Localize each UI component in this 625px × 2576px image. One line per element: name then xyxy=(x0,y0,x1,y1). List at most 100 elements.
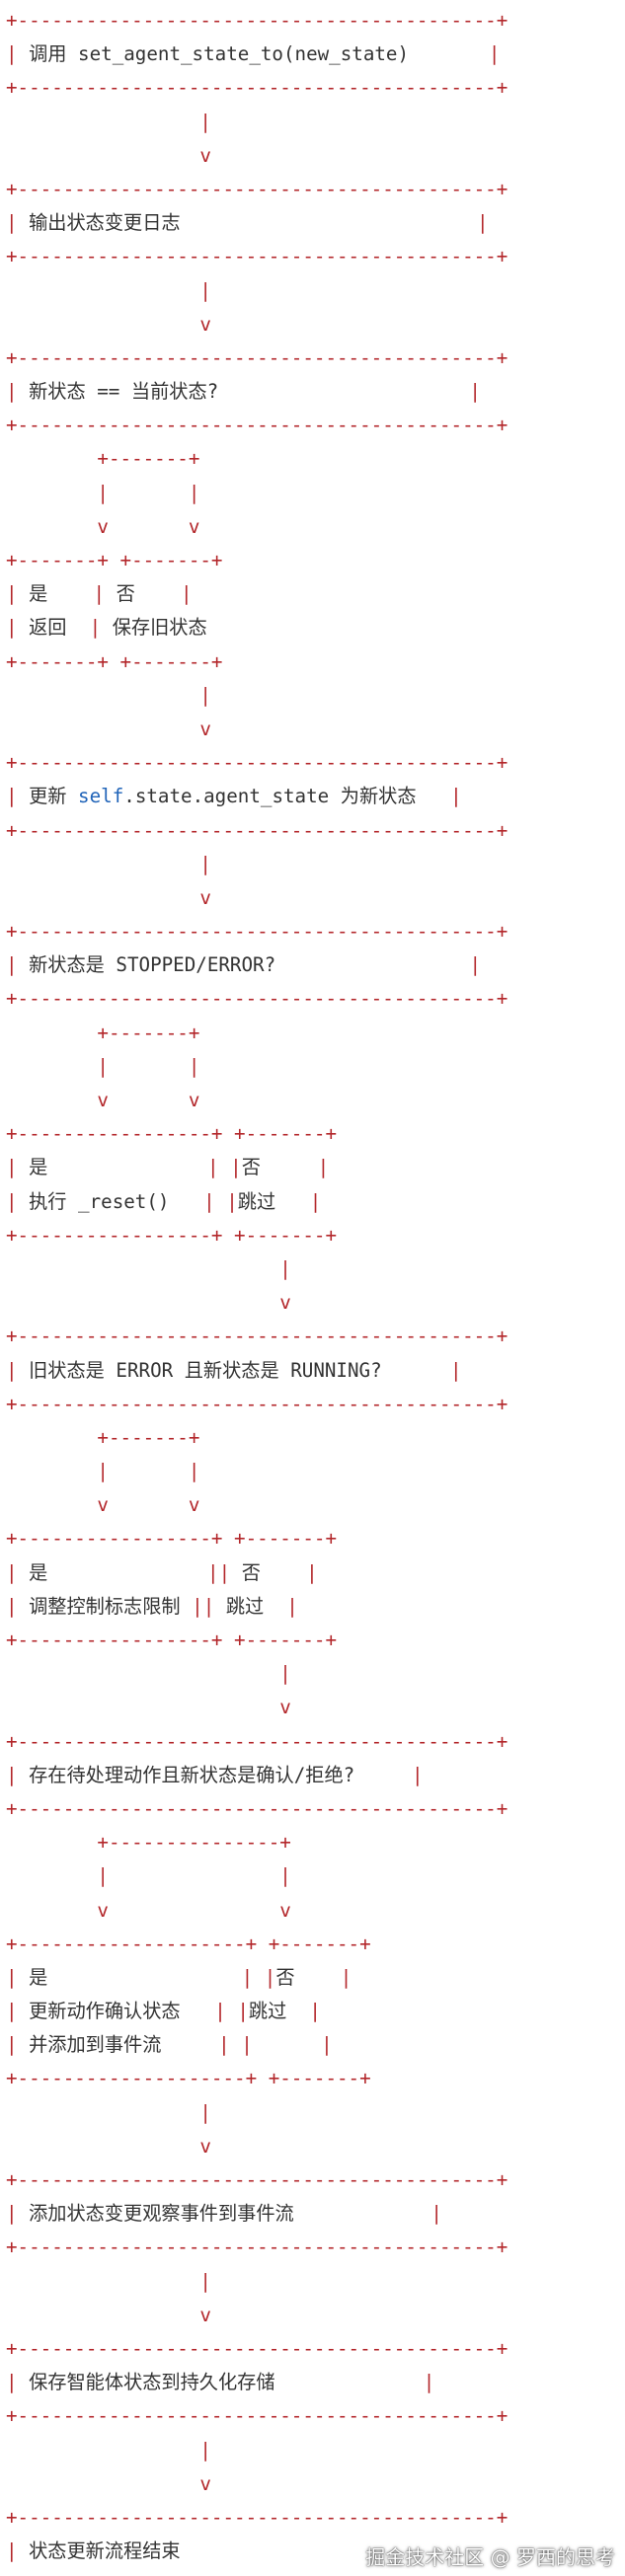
diagram-line: +---------------------------------------… xyxy=(6,2501,508,2535)
diagram-border: | | xyxy=(6,1054,200,1078)
diagram-border: +---------------------------------------… xyxy=(6,2168,508,2191)
diagram-border: v xyxy=(6,717,211,740)
diagram-border: v v xyxy=(6,1898,291,1922)
diagram-line: +---------------------------------------… xyxy=(6,1725,508,1759)
diagram-line: | | xyxy=(6,1050,508,1084)
diagram-line: +-----------------+ +-------+ xyxy=(6,1117,508,1151)
diagram-border: +---------------------------------------… xyxy=(6,920,508,944)
diagram-border: | xyxy=(6,2033,30,2057)
diagram-border: | xyxy=(260,1560,318,1584)
diagram-line: +-------+ xyxy=(6,442,508,476)
diagram-text: 跳过 xyxy=(237,1189,276,1213)
diagram-line: | 新状态 == 当前状态? | xyxy=(6,375,508,409)
diagram-line: | 存在待处理动作且新状态是确认/拒绝? | xyxy=(6,1759,508,1792)
diagram-border: +-----------------+ +-------+ xyxy=(6,1223,338,1247)
diagram-border: | xyxy=(218,380,481,404)
diagram-line: v xyxy=(6,308,508,341)
diagram-text: 否 xyxy=(241,1560,261,1584)
diagram-line: +---------------------------------------… xyxy=(6,982,508,1016)
diagram-text: 否 xyxy=(241,1156,261,1179)
diagram-border: +---------------------------------------… xyxy=(6,177,508,200)
diagram-border: +-------+ +-------+ xyxy=(6,649,223,673)
diagram-border: +---------------------------------------… xyxy=(6,345,508,369)
diagram-border: | xyxy=(47,582,117,606)
diagram-text: 否 xyxy=(116,582,135,606)
diagram-line: v v xyxy=(6,510,508,544)
diagram-border: | | xyxy=(47,1156,242,1179)
diagram-border: +---------------------------------------… xyxy=(6,2404,508,2428)
diagram-text: 否 xyxy=(275,1965,295,1989)
diagram-border: +---------------------------------------… xyxy=(6,1796,508,1820)
diagram-border: | xyxy=(6,211,30,235)
diagram-text: 输出状态变更日志 xyxy=(29,211,181,235)
diagram-border: | xyxy=(6,616,30,640)
diagram-border: | xyxy=(6,785,30,808)
diagram-line: | 调用 set_agent_state_to(new_state) | xyxy=(6,38,508,71)
diagram-text: 存在待处理动作且新状态是确认/拒绝? xyxy=(29,1763,355,1786)
diagram-border: +---------------------------------------… xyxy=(6,76,508,100)
diagram-border: | xyxy=(6,1965,30,1989)
diagram-line: +---------------------------------------… xyxy=(6,2231,508,2264)
diagram-line: +---------------------------------------… xyxy=(6,4,508,38)
diagram-border: | xyxy=(294,1965,352,1989)
diagram-border: | xyxy=(6,110,211,133)
diagram-border: | xyxy=(6,380,30,404)
diagram-border: | xyxy=(6,1358,30,1382)
diagram-line: +---------------------------------------… xyxy=(6,240,508,273)
diagram-line: +---------------------------------------… xyxy=(6,2568,508,2576)
diagram-line: +---------------+ xyxy=(6,1826,508,1859)
diagram-line: | 调整控制标志限制 || 跳过 | xyxy=(6,1590,508,1624)
diagram-border: +---------------------------------------… xyxy=(6,414,508,437)
diagram-border: +-----------------+ +-------+ xyxy=(6,1122,338,1146)
diagram-line: +---------------------------------------… xyxy=(6,1792,508,1826)
diagram-text: 跳过 xyxy=(248,2000,287,2023)
diagram-line: | 输出状态变更日志 | xyxy=(6,206,508,240)
diagram-line: v xyxy=(6,881,508,915)
diagram-border: || xyxy=(47,1560,242,1584)
diagram-line: | 返回 | 保存旧状态 xyxy=(6,611,508,644)
diagram-border: | | xyxy=(180,2000,249,2023)
diagram-text: 新状态是 STOPPED/ERROR? xyxy=(29,953,276,977)
diagram-border: | xyxy=(6,1156,30,1179)
diagram-border: | xyxy=(416,785,462,808)
diagram-border: v xyxy=(6,2471,211,2495)
diagram-border: v v xyxy=(6,514,200,538)
diagram-line: | 并添加到事件流 | | | xyxy=(6,2028,508,2062)
diagram-text: 跳过 xyxy=(225,1594,265,1618)
diagram-border: | xyxy=(275,1189,322,1213)
diagram-line: | xyxy=(6,106,508,139)
diagram-line: | xyxy=(6,848,508,881)
diagram-text: 保存旧状态 xyxy=(112,616,207,640)
diagram-border: | xyxy=(6,42,30,66)
diagram-line: | 新状态是 STOPPED/ERROR? | xyxy=(6,948,508,982)
diagram-line: +---------------------------------------… xyxy=(6,814,508,848)
diagram-line: +-------+ +-------+ xyxy=(6,544,508,577)
diagram-border: +-------+ xyxy=(6,1021,200,1044)
diagram-text: 旧状态是 ERROR 且新状态是 RUNNING? xyxy=(29,1358,382,1382)
diagram-keyword: self xyxy=(78,785,124,808)
diagram-border: +---------------------------------------… xyxy=(6,1325,508,1348)
diagram-line: | | xyxy=(6,1455,508,1488)
diagram-border: v xyxy=(6,312,211,336)
diagram-border: +-----------------+ +-------+ xyxy=(6,1527,338,1551)
diagram-border: | xyxy=(6,1189,30,1213)
diagram-text: 状态更新流程结束 xyxy=(29,2539,181,2563)
diagram-line: +---------------------------------------… xyxy=(6,71,508,105)
diagram-line: +---------------------------------------… xyxy=(6,341,508,375)
diagram-line: v v xyxy=(6,1488,508,1522)
diagram-line: | xyxy=(6,679,508,713)
diagram-text: 调整控制标志限制 xyxy=(29,1594,181,1618)
diagram-text: 保存智能体状态到持久化存储 xyxy=(29,2371,275,2394)
diagram-line: | | xyxy=(6,1859,508,1893)
diagram-line: +-----------------+ +-------+ xyxy=(6,1624,508,1657)
diagram-line: +-------+ xyxy=(6,1017,508,1050)
diagram-line: v v xyxy=(6,1084,508,1117)
diagram-border: +---------------------------------------… xyxy=(6,2336,508,2360)
diagram-text: 执行 _reset() xyxy=(29,1189,170,1213)
diagram-border: | xyxy=(6,2269,211,2293)
diagram-line: | xyxy=(6,1657,508,1691)
diagram-line: +---------------------------------------… xyxy=(6,409,508,442)
diagram-line: +-----------------+ +-------+ xyxy=(6,1219,508,1252)
diagram-border: +---------------------------------------… xyxy=(6,2505,508,2529)
